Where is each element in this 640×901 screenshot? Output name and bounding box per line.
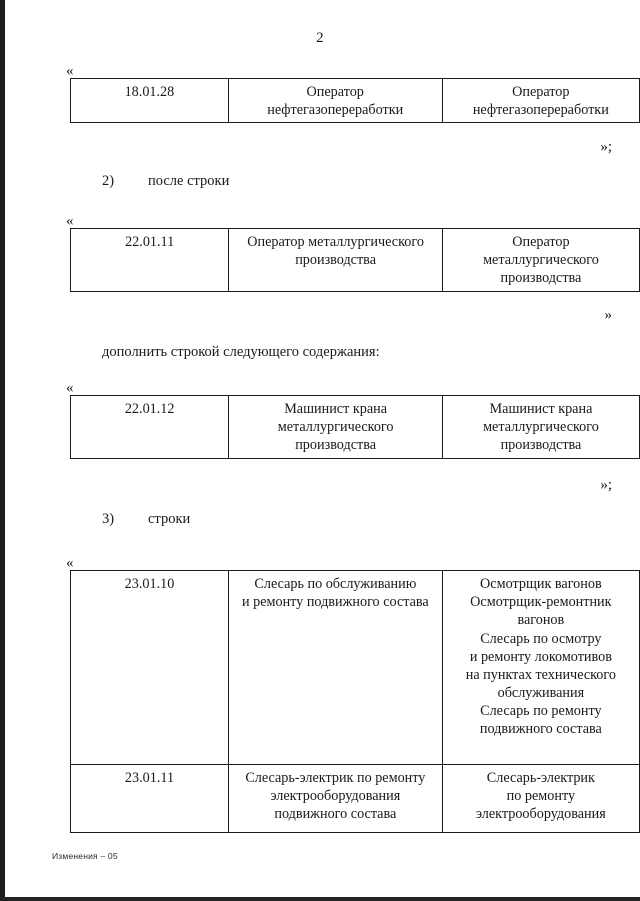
list-marker: 2) xyxy=(102,173,115,189)
cell-profession-old: Слесарь-электрик по ремонту электрообору… xyxy=(227,764,443,833)
table-row: 18.01.28 Оператор нефтегазопереработки О… xyxy=(70,77,640,124)
cell-profession-new: Оператор нефтегазопереработки xyxy=(441,77,640,124)
quote-close-block-3: »; xyxy=(600,477,612,493)
quote-close-block-2: » xyxy=(604,307,613,323)
quote-open-block-1: « xyxy=(66,63,74,79)
paragraph-item-3: 3) строки xyxy=(102,511,190,528)
cell-code: 22.01.12 xyxy=(69,395,230,459)
quote-open-block-3: « xyxy=(66,380,74,396)
paragraph-item-2: 2) после строки xyxy=(102,173,229,190)
paragraph-supplement: дополнить строкой следующего содержания: xyxy=(102,344,380,361)
cell-profession-new: Машинист крана металлургического произво… xyxy=(441,395,640,459)
table-row: 23.01.10 Слесарь по обслуживанию и ремон… xyxy=(70,570,640,765)
table-block-1: 18.01.28 Оператор нефтегазопереработки О… xyxy=(70,77,640,124)
cell-profession-old: Оператор нефтегазопереработки xyxy=(227,77,443,124)
page-number: 2 xyxy=(316,30,324,46)
cell-code: 23.01.11 xyxy=(70,764,229,833)
cell-code: 18.01.28 xyxy=(70,77,229,124)
paragraph-text: строки xyxy=(148,511,191,527)
cell-profession-old: Машинист крана металлургического произво… xyxy=(228,395,443,459)
quote-open-block-4: « xyxy=(66,555,74,571)
scan-edge-artifact-left xyxy=(0,0,5,901)
cell-code: 23.01.10 xyxy=(70,570,229,765)
footer-revision-note: Изменения – 05 xyxy=(52,851,118,861)
table-row: 23.01.11 Слесарь-электрик по ремонту эле… xyxy=(70,764,640,833)
quote-close-block-1: »; xyxy=(600,139,612,155)
table-block-3: 22.01.12 Машинист крана металлургическог… xyxy=(69,395,640,459)
table-row: 22.01.11 Оператор металлургического прои… xyxy=(69,228,640,292)
cell-profession-old: Оператор металлургического производства xyxy=(228,228,443,292)
cell-profession-new: Слесарь-электрик по ремонту электрообору… xyxy=(441,764,640,833)
cell-code: 22.01.11 xyxy=(69,228,230,292)
cell-profession-new: Осмотрщик вагонов Осмотрщик-ремонтник ва… xyxy=(441,570,640,765)
table-row: 22.01.12 Машинист крана металлургическог… xyxy=(69,395,640,459)
cell-profession-old: Слесарь по обслуживанию и ремонту подвиж… xyxy=(227,570,443,765)
paragraph-text: после строки xyxy=(148,173,230,189)
scan-edge-artifact-bottom xyxy=(0,897,640,901)
table-block-2: 22.01.11 Оператор металлургического прои… xyxy=(69,228,640,292)
paragraph-text: дополнить строкой следующего содержания: xyxy=(102,344,380,360)
cell-profession-new: Оператор металлургического производства xyxy=(441,228,640,292)
quote-open-block-2: « xyxy=(66,213,74,229)
list-marker: 3) xyxy=(102,511,115,527)
table-block-4: 23.01.10 Слесарь по обслуживанию и ремон… xyxy=(70,570,640,833)
